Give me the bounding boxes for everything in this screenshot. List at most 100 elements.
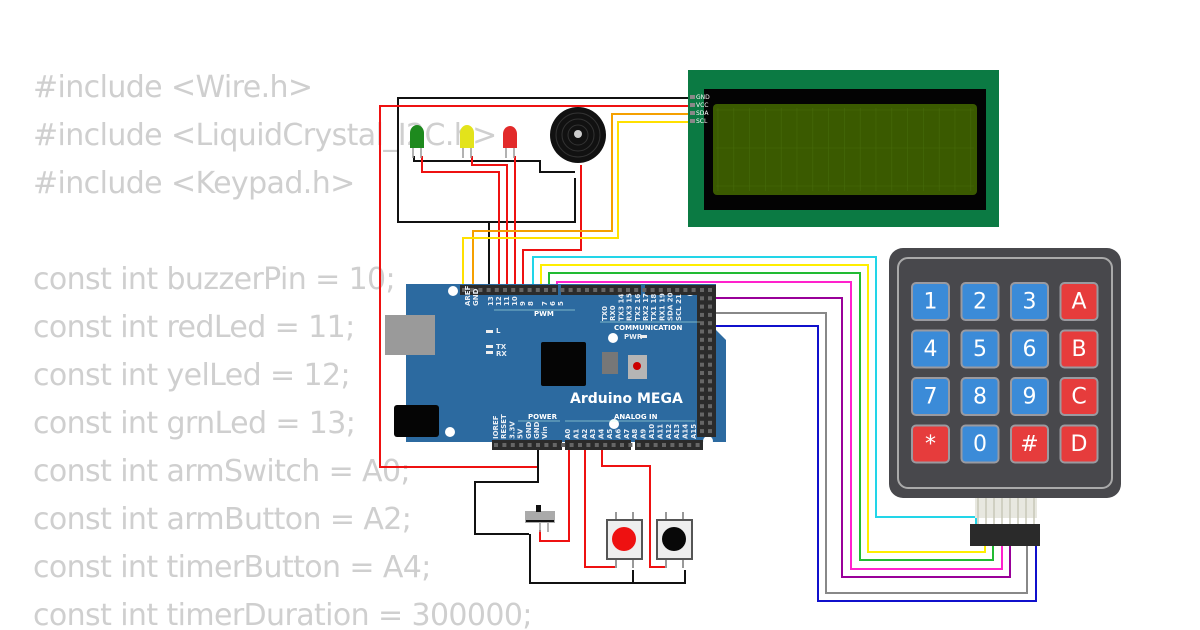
key-#[interactable]: # [1010, 424, 1049, 464]
wire-sda[interactable] [472, 113, 688, 290]
lcd-pin-sda-label: SDA [696, 110, 709, 117]
wire-yellow-led-12[interactable] [471, 156, 508, 290]
red-button-cap[interactable] [612, 527, 636, 551]
wire-keypad-r3[interactable] [548, 272, 994, 561]
arduino-mega[interactable]: L TX RX PWR Arduino MEGA PWM COMMUNICATI… [385, 284, 726, 450]
key-B[interactable]: B [1059, 329, 1099, 369]
communication-label: COMMUNICATION [614, 324, 683, 332]
key-cap [911, 282, 950, 321]
led-rx-label: RX [496, 350, 507, 358]
icsp-header [602, 352, 618, 374]
pin-label-comm: RX2 17 [642, 293, 650, 321]
wire-gnd-lcd[interactable] [397, 97, 688, 290]
pin-label-analog: A3 [589, 429, 597, 439]
pin-label-13: 13 [487, 296, 495, 306]
wire-a4-button[interactable] [601, 445, 666, 568]
mcu-chip [541, 342, 586, 386]
pin-label-analog: A14 [682, 424, 690, 439]
pin-label-analog: A4 [598, 429, 606, 439]
pin-label-power: Vin [541, 426, 549, 439]
wire-scl[interactable] [462, 121, 688, 290]
switch-lever[interactable] [536, 505, 541, 512]
wire-gnd-leds[interactable] [413, 156, 575, 173]
slide-switch[interactable] [525, 505, 555, 532]
lcd-pins: GND VCC SDA SCL [690, 94, 710, 125]
wire-gnd-switch[interactable] [474, 445, 539, 535]
key-cap [1010, 329, 1049, 369]
key-3[interactable]: 3 [1010, 282, 1049, 321]
usb-port [385, 315, 435, 355]
pin-label-analog: A0 [564, 429, 572, 439]
key-7[interactable]: 7 [911, 377, 950, 416]
led-yellow[interactable] [460, 125, 474, 158]
wire-buzzer-10[interactable] [522, 165, 582, 290]
wire-keypad-c1[interactable] [565, 297, 1011, 578]
key-4[interactable]: 4 [911, 329, 950, 369]
key-label: 6 [1023, 337, 1037, 362]
code-line: const int armButton = A2; [33, 502, 412, 537]
pin-label-power: RESET [500, 414, 508, 439]
key-9[interactable]: 9 [1010, 377, 1049, 416]
pin-label-comm: TX2 16 [634, 294, 642, 321]
code-line: const int yelLed = 12; [33, 358, 351, 393]
key-label: 5 [973, 337, 987, 362]
key-C[interactable]: C [1059, 377, 1099, 416]
pin-label-aref: AREF [464, 285, 472, 306]
pin-label-comm: RX1 19 [658, 293, 666, 321]
lcd-pin-vcc-label: VCC [696, 102, 708, 109]
key-label: 8 [973, 385, 987, 410]
right-header [697, 285, 716, 437]
pin-label-analog: A13 [673, 424, 681, 439]
pin-label-analog: A10 [648, 424, 656, 439]
buzzer-center [574, 130, 582, 138]
buzzer[interactable] [550, 107, 606, 163]
key-label: 2 [973, 290, 987, 315]
pushbutton-black[interactable] [656, 512, 693, 568]
led-l-label: L [496, 327, 501, 335]
key-cap [1010, 424, 1049, 464]
pin-label-comm: RX3 15 [626, 293, 634, 321]
key-cap [960, 282, 1000, 321]
key-*[interactable]: * [911, 424, 950, 464]
pin-label-analog: A7 [623, 429, 631, 439]
key-label: D [1071, 432, 1088, 457]
pin-label-comm: RX0 [609, 305, 617, 321]
key-label: A [1071, 290, 1086, 315]
key-2[interactable]: 2 [960, 282, 1000, 321]
wire-gnd-buzzer[interactable] [398, 178, 576, 223]
key-cap [1059, 424, 1099, 464]
pin-label-analog: A5 [606, 429, 614, 439]
wire-gnd-buttons[interactable] [529, 534, 686, 584]
key-cap [960, 424, 1000, 464]
key-5[interactable]: 5 [960, 329, 1000, 369]
pin-label-9: 9 [519, 301, 527, 306]
key-label: B [1071, 337, 1086, 362]
lcd-i2c[interactable]: GND VCC SDA SCL [688, 70, 999, 227]
wire-keypad-r4[interactable] [556, 281, 1003, 570]
key-6[interactable]: 6 [1010, 329, 1049, 369]
key-8[interactable]: 8 [960, 377, 1000, 416]
key-A[interactable]: A [1059, 282, 1099, 321]
pushbutton-red[interactable] [606, 512, 643, 568]
lcd-pin-gnd-label: GND [696, 94, 710, 101]
led-red[interactable] [503, 126, 517, 158]
key-D[interactable]: D [1059, 424, 1099, 464]
wire-keypad-r1[interactable] [532, 256, 977, 545]
pin-label-power: GND [533, 421, 541, 439]
key-cap [911, 424, 950, 464]
wire-a2-button[interactable] [584, 445, 616, 568]
wire-a0-switch[interactable] [539, 445, 570, 542]
key-1[interactable]: 1 [911, 282, 950, 321]
pin-label-analog: A15 [690, 424, 698, 439]
wire-keypad-r2[interactable] [540, 264, 986, 553]
code-line: #include <Keypad.h> [33, 166, 355, 201]
key-cap [1059, 282, 1099, 321]
key-0[interactable]: 0 [960, 424, 1000, 464]
pin-label-analog: A11 [656, 424, 664, 439]
black-button-cap[interactable] [662, 527, 686, 551]
led-green[interactable] [410, 125, 424, 158]
key-label: 3 [1023, 290, 1037, 315]
led-yellow-body [460, 125, 474, 148]
code-line: #include <LiquidCrystal_I2C.h> [33, 118, 497, 153]
